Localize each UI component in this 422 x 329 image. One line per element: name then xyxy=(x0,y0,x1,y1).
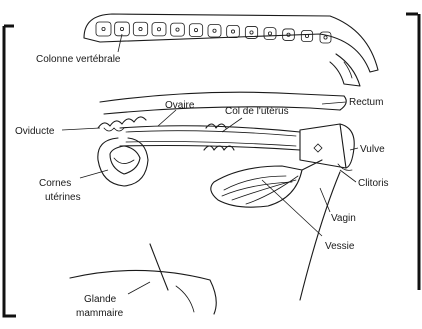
vertebra-segment xyxy=(208,25,221,38)
vertebra-segment xyxy=(96,22,111,36)
vertebra-canal xyxy=(157,28,160,31)
diagram-labels: Colonne vertébrale Ovaire Col de l'utéru… xyxy=(15,54,389,319)
vertebra-canal xyxy=(120,27,123,30)
label-rectum: Rectum xyxy=(349,97,383,108)
vertebra-canal xyxy=(194,29,197,32)
label-vulve: Vulve xyxy=(360,144,385,155)
label-vessie: Vessie xyxy=(325,241,355,252)
vertebra-canal xyxy=(176,28,179,31)
label-cornes-line2: utérines xyxy=(45,192,81,203)
vertebra-segment xyxy=(264,28,276,40)
vertebra-canal xyxy=(324,36,327,39)
vertebra-segment xyxy=(115,22,130,36)
label-colonne-vertebrale: Colonne vertébrale xyxy=(36,54,121,65)
label-ovaire: Ovaire xyxy=(165,100,195,111)
label-clitoris: Clitoris xyxy=(358,178,389,189)
vertebra-canal xyxy=(231,30,234,33)
vertebra-segment xyxy=(189,24,202,37)
rectum-shape xyxy=(100,92,346,114)
label-col-uterus: Col de l'utérus xyxy=(225,106,289,117)
vertebra-canal xyxy=(102,27,105,30)
vertebra-segment xyxy=(133,22,147,36)
vertebra-canal xyxy=(268,32,271,35)
label-glande-line1: Glande xyxy=(84,294,117,305)
vertebra-canal xyxy=(139,27,142,30)
vertebra-canal xyxy=(213,29,216,32)
label-vagin: Vagin xyxy=(331,213,356,224)
vertebra-canal xyxy=(250,31,253,34)
vertebra-segment xyxy=(301,30,312,41)
label-glande-line2: mammaire xyxy=(76,308,124,319)
vertebra-segment xyxy=(152,23,166,36)
vertebra-segment xyxy=(320,32,331,43)
vertebra-segment xyxy=(227,25,240,37)
vertebral-column xyxy=(84,14,378,86)
label-oviducte: Oviducte xyxy=(15,126,55,137)
label-cornes-line1: Cornes xyxy=(39,178,71,189)
body-outline xyxy=(70,172,340,314)
vertebra-segment xyxy=(171,23,185,36)
